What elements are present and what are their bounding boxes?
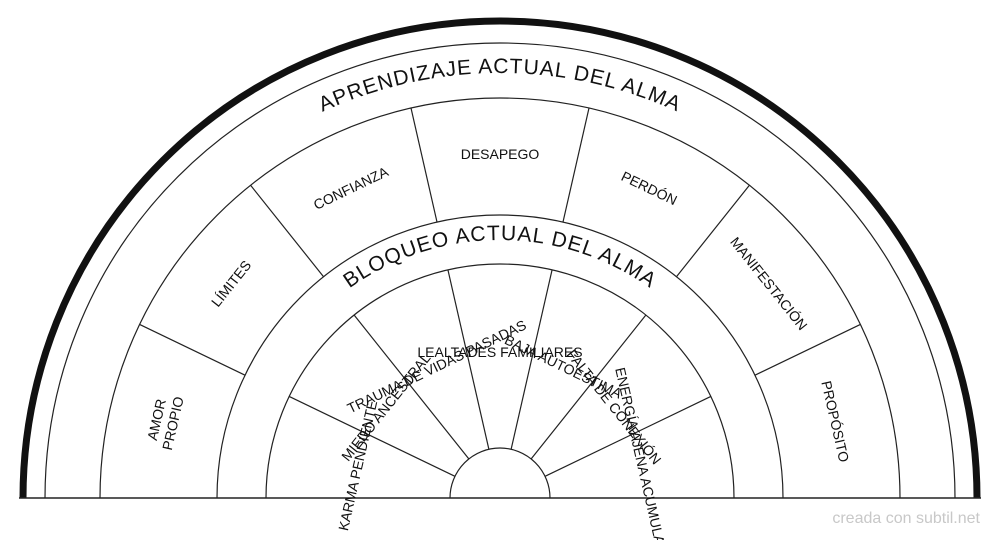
inner-sector-label: ENERGÍA AJENA ACUMULADA bbox=[612, 366, 672, 540]
chart-rings bbox=[19, 17, 981, 499]
outer-sector-label: PERDÓN bbox=[619, 168, 680, 208]
outer-divider bbox=[562, 107, 590, 223]
outer-sector: LÍMITES bbox=[208, 257, 254, 310]
outer-sector-label: LÍMITES bbox=[208, 257, 254, 310]
outer-divider bbox=[754, 323, 861, 376]
inner-divider bbox=[510, 269, 553, 450]
outer-sector-label: PROPÓSITO bbox=[818, 379, 852, 464]
inner-sector-label: LEALTADES FAMILIARES bbox=[417, 344, 582, 360]
outer-sector-label: CONFIANZA bbox=[311, 163, 391, 213]
inner-ring-edge bbox=[216, 214, 784, 499]
inner-sector-label: FALTA DE CONEXIÓN bbox=[564, 347, 665, 468]
outer-ring-title: APRENDIZAJE ACTUAL DEL ALMA bbox=[315, 55, 685, 116]
inner-ring-title-path: BLOQUEO ACTUAL DEL ALMA bbox=[339, 222, 660, 293]
outer-sector: MANIFESTACIÓN bbox=[727, 234, 811, 333]
inner-sector-label: TRAUMA DE VIDAS PASADAS bbox=[345, 317, 529, 417]
outer-divider bbox=[139, 323, 246, 376]
inner-sector: FALTA DE CONEXIÓN bbox=[564, 347, 665, 468]
inner-divider bbox=[544, 395, 712, 477]
outer-divider bbox=[250, 184, 325, 278]
outer-ring-title-path: APRENDIZAJE ACTUAL DEL ALMA bbox=[315, 55, 684, 116]
inner-ring-title: BLOQUEO ACTUAL DEL ALMA bbox=[339, 222, 661, 293]
inner-divider bbox=[288, 395, 456, 477]
inner-sector: TRAUMA DE VIDAS PASADAS bbox=[345, 317, 529, 417]
outer-sector: CONFIANZA bbox=[311, 163, 391, 213]
outer-divider bbox=[675, 184, 750, 278]
inner-divider bbox=[447, 269, 490, 450]
outer-sector: PROPÓSITO bbox=[818, 379, 852, 464]
outer-title-band-edge bbox=[99, 97, 901, 499]
watermark: creada con subtil.net bbox=[832, 510, 980, 527]
sector-dividers bbox=[139, 107, 861, 477]
outer-sector-label: DESAPEGO bbox=[461, 146, 540, 162]
outer-sector: PERDÓN bbox=[619, 168, 680, 208]
outer-divider bbox=[410, 107, 438, 223]
inner-divider bbox=[353, 314, 470, 460]
center-hub bbox=[449, 447, 551, 499]
inner-divider bbox=[530, 314, 647, 460]
outer-sector: DESAPEGO bbox=[461, 146, 540, 162]
outer-ring-edge bbox=[44, 42, 956, 499]
outer-sector-label: MANIFESTACIÓN bbox=[727, 234, 811, 333]
rim bbox=[19, 17, 981, 499]
inner-sector: ENERGÍA AJENA ACUMULADA bbox=[612, 366, 672, 540]
inner-sector: LEALTADES FAMILIARES bbox=[417, 344, 582, 360]
inner-title-band-edge bbox=[265, 263, 735, 499]
